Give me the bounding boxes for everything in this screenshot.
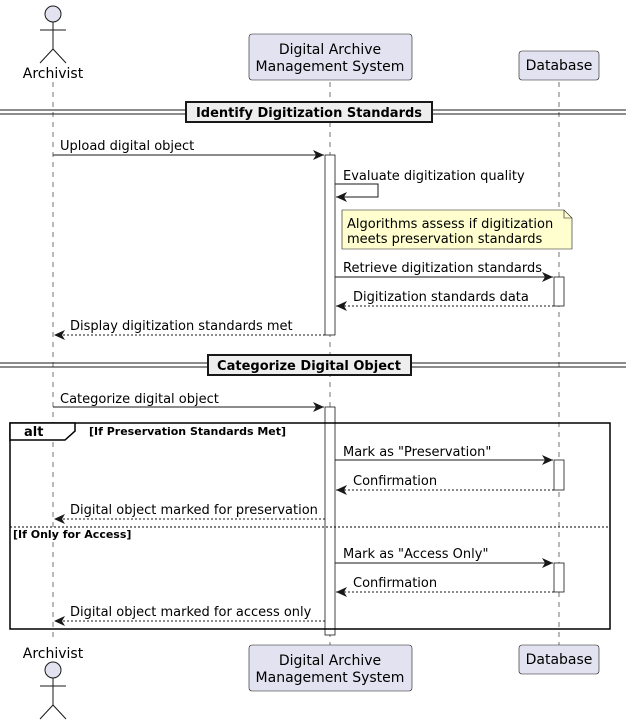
msg-confirmation-1: Confirmation <box>353 474 437 489</box>
participant-system-label-line2: Management System <box>256 59 405 75</box>
note-line1: Algorithms assess if digitization <box>347 217 553 232</box>
divider-identify: Identify Digitization Standards <box>0 101 626 123</box>
msg-standards-data: Digitization standards data <box>353 290 529 305</box>
alt-label: alt <box>24 425 43 440</box>
participant-system-bottom-line2: Management System <box>256 670 405 686</box>
participant-database-label: Database <box>526 58 593 74</box>
actor-archivist-bottom <box>39 661 67 720</box>
participant-archivist-label-bottom: Archivist <box>23 646 84 662</box>
divider-identify-label: Identify Digitization Standards <box>196 106 422 121</box>
note-line2: meets preservation standards <box>347 232 542 247</box>
participant-archivist-label: Archivist <box>23 66 84 82</box>
participant-database-bottom-label: Database <box>526 652 593 668</box>
msg-mark-preservation: Mark as "Preservation" <box>343 445 491 460</box>
activation-system-2 <box>324 406 336 636</box>
msg-display-standards: Display digitization standards met <box>70 319 293 334</box>
msg-confirmation-2: Confirmation <box>353 576 437 591</box>
participant-system-label-line1: Digital Archive <box>279 42 381 58</box>
activation-database-1 <box>553 276 565 307</box>
alt-frame: alt [If Preservation Standards Met] [If … <box>9 422 611 630</box>
actor-archivist-top <box>39 5 67 64</box>
alt-guard-preservation: [If Preservation Standards Met] <box>89 425 286 438</box>
msg-marked-preservation: Digital object marked for preservation <box>70 503 318 518</box>
msg-mark-access: Mark as "Access Only" <box>343 547 488 562</box>
arrow-evaluate-self <box>335 183 379 202</box>
activation-database-3 <box>553 562 565 593</box>
msg-retrieve-standards: Retrieve digitization standards <box>343 261 542 276</box>
activation-system-1 <box>324 154 336 336</box>
msg-marked-access: Digital object marked for access only <box>70 605 312 620</box>
participant-database-top: Database <box>518 50 600 81</box>
alt-guard-access: [If Only for Access] <box>13 528 131 541</box>
participant-system-bottom: Digital Archive Management System <box>248 644 413 692</box>
participant-system-top: Digital Archive Management System <box>248 33 413 81</box>
activation-database-2 <box>553 459 565 491</box>
participant-database-bottom: Database <box>518 644 600 675</box>
participant-system-bottom-line1: Digital Archive <box>279 653 381 669</box>
msg-categorize: Categorize digital object <box>60 392 219 407</box>
msg-upload: Upload digital object <box>60 139 194 154</box>
divider-categorize: Categorize Digital Object <box>0 354 626 376</box>
note-algorithms: Algorithms assess if digitization meets … <box>341 209 573 250</box>
divider-categorize-label: Categorize Digital Object <box>217 359 401 374</box>
msg-evaluate: Evaluate digitization quality <box>343 169 525 184</box>
